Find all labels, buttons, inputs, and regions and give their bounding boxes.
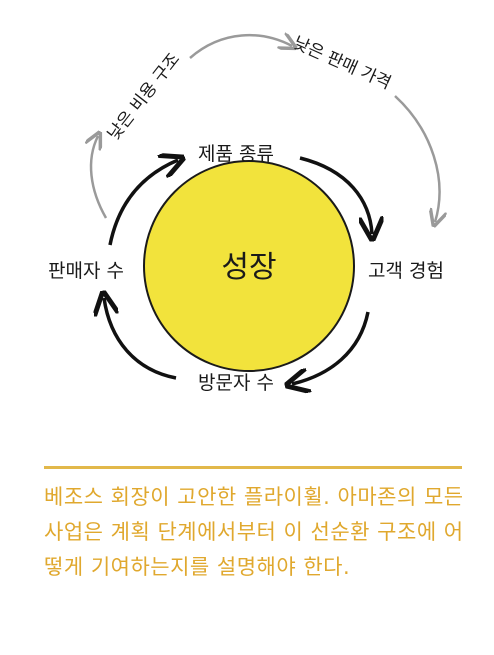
growth-circle xyxy=(143,160,355,372)
center-label: 성장 xyxy=(221,250,276,285)
label-low-cost-structure: 낮은 비용 구조 xyxy=(104,50,184,145)
arrow-price-to-experience xyxy=(394,95,439,222)
flywheel-diagram: 성장 제품 종류 고객 경험 방문자 수 판매자 수 낮은 비용 구조 낮은 판… xyxy=(48,0,494,430)
arrow-sellers-to-cost xyxy=(91,136,108,219)
label-customer-experience: 고객 경험 xyxy=(368,260,444,282)
caption-text: 베조스 회장이 고안한 플라이휠. 아마존의 모든 사업은 계획 단계에서부터 … xyxy=(44,485,464,579)
arrow-sellers-to-product xyxy=(108,160,178,246)
label-low-prices: 낮은 판매 가격 xyxy=(290,33,394,94)
arrow-visitors-to-sellers xyxy=(104,298,177,380)
arrow-experience-to-visitors xyxy=(292,311,370,384)
label-visitors: 방문자 수 xyxy=(198,372,274,394)
label-sellers: 판매자 수 xyxy=(48,260,124,282)
arrow-cost-to-price xyxy=(189,35,292,59)
arrow-product-to-experience xyxy=(299,156,372,234)
caption-divider xyxy=(44,466,462,469)
label-product-selection: 제품 종류 xyxy=(198,143,274,165)
